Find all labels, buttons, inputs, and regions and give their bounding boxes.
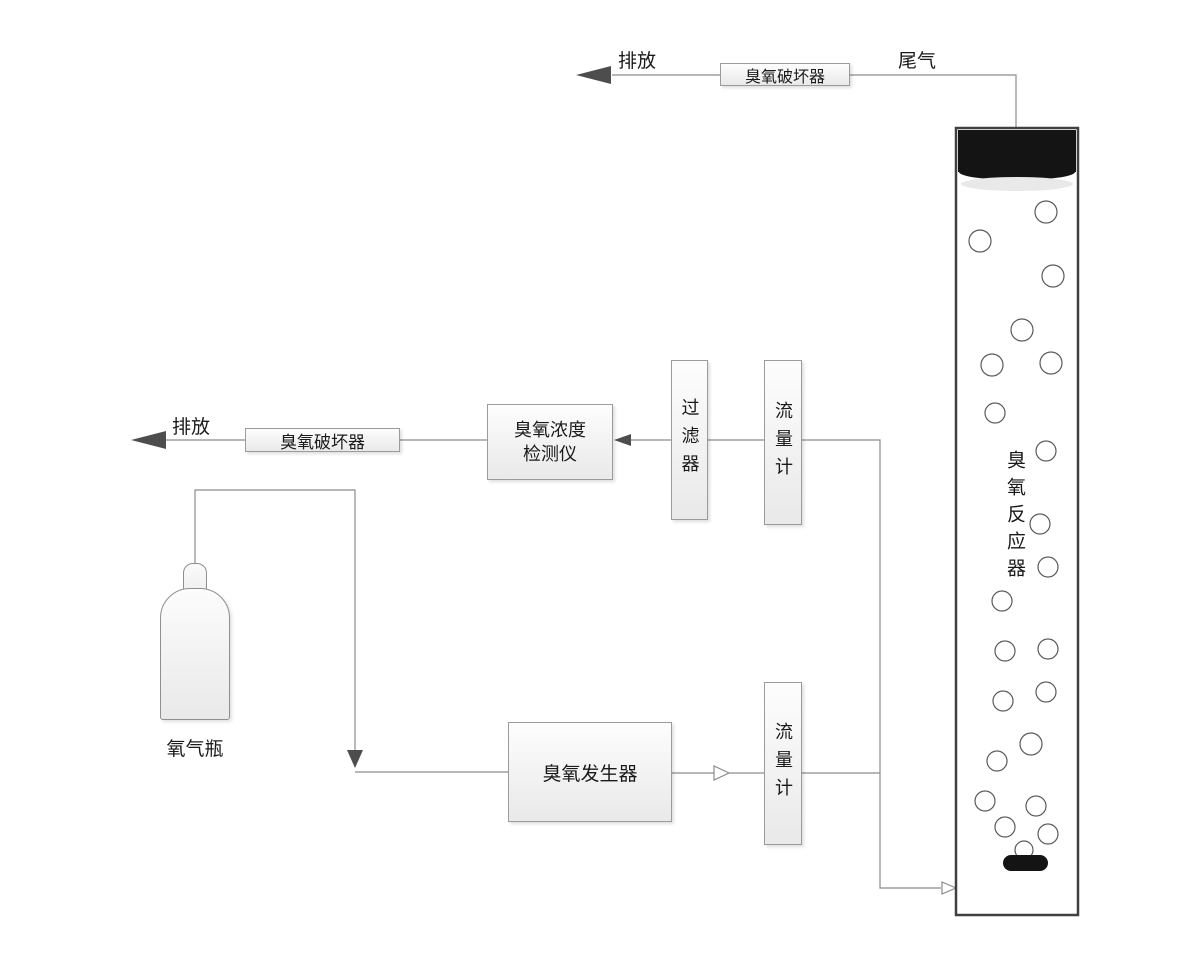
arrow-into-detector-icon <box>614 434 631 446</box>
arrow-open-generator-out-icon <box>713 765 731 781</box>
arrow-tailgas-vent-icon <box>576 66 611 84</box>
bubble-group <box>968 200 1065 860</box>
flow-meter-bottom-box: 流量计 <box>764 682 802 845</box>
ozone-destructor-mid-box: 臭氧破坏器 <box>245 428 400 452</box>
bubble <box>1025 795 1047 817</box>
oxygen-cylinder-body <box>160 588 230 720</box>
ozone-detector-label-line2: 检测仪 <box>523 444 577 464</box>
ozone-generator-label: 臭氧发生器 <box>542 763 638 785</box>
bubble <box>994 640 1016 662</box>
vent-label-top: 排放 <box>618 51 657 72</box>
bubble <box>986 750 1008 772</box>
arrow-mid-vent-icon <box>131 431 166 449</box>
ozone-detector-box: 臭氧浓度 检测仪 <box>487 404 613 480</box>
ozone-generator-box: 臭氧发生器 <box>508 722 672 822</box>
bubble <box>1039 351 1063 375</box>
arrow-down-to-generator-icon <box>347 750 363 768</box>
line-junction-to-reactor-inlet <box>802 439 941 889</box>
tail-gas-label: 尾气 <box>898 51 937 72</box>
oxygen-cylinder <box>160 563 230 720</box>
ozone-destructor-top-label: 臭氧破坏器 <box>744 68 825 86</box>
flow-meter-top-label: 流量计 <box>773 400 793 485</box>
bubble <box>1041 264 1065 288</box>
flow-meter-top-box: 流量计 <box>764 360 802 525</box>
bubble <box>1037 638 1059 660</box>
line-oxygen-cylinder-elbow <box>194 489 356 750</box>
ozone-destructor-mid-label: 臭氧破坏器 <box>280 432 365 452</box>
bubble <box>1019 732 1043 756</box>
filter-box: 过滤器 <box>671 360 708 520</box>
flow-meter-bottom-label: 流量计 <box>773 721 793 806</box>
bubble <box>1037 823 1059 845</box>
diffuser-stone <box>1003 855 1048 871</box>
ozone-reactor-label: 臭氧反应器 <box>1004 450 1025 585</box>
bubble <box>994 816 1016 838</box>
reactor-body <box>954 126 1080 917</box>
ozone-reactor-vessel <box>954 126 1080 917</box>
oxygen-cylinder-label: 氧气瓶 <box>166 739 224 760</box>
bubble <box>1035 440 1057 462</box>
vent-label-mid: 排放 <box>172 417 211 438</box>
bubble <box>1035 681 1057 703</box>
reactor-top-cap-curve <box>959 164 1075 180</box>
bubble <box>968 229 992 253</box>
ozone-destructor-top-box: 臭氧破坏器 <box>720 63 850 86</box>
arrow-open-reactor-inlet-icon <box>941 881 958 895</box>
bubble <box>984 402 1006 424</box>
bubble <box>1034 200 1058 224</box>
bubble <box>1029 513 1051 535</box>
reactor-meniscus <box>961 177 1073 191</box>
bubble <box>992 690 1014 712</box>
ozone-detector-label-line1: 臭氧浓度 <box>514 419 586 440</box>
bubble <box>1010 318 1034 342</box>
bubble <box>974 790 996 812</box>
bubble <box>991 590 1013 612</box>
filter-label: 过滤器 <box>679 398 700 482</box>
bubble <box>1037 556 1059 578</box>
bubble <box>980 353 1004 377</box>
